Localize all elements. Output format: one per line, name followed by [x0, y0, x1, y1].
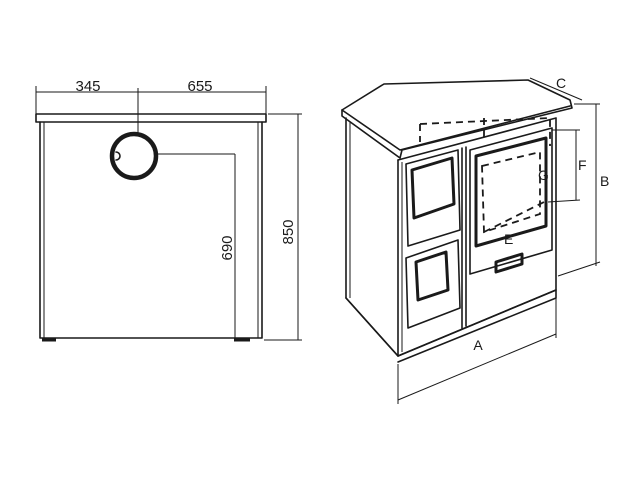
side-top-plate — [35, 113, 267, 123]
dim-690-label: 690 — [219, 235, 236, 260]
cooktop-plate — [341, 79, 573, 159]
dim-b-label: B — [600, 173, 609, 189]
flue-outlet-circle — [109, 131, 159, 181]
firebox-door-frame — [405, 149, 461, 247]
ash-door-frame — [405, 239, 461, 329]
dim-c-line — [529, 77, 583, 101]
perspective-view: A B C F G E — [341, 75, 609, 404]
oven-interior-outline — [481, 150, 541, 234]
dim-850-label: 850 — [280, 219, 297, 244]
oven-door-frame — [469, 127, 553, 275]
flue-outlet-marker — [115, 151, 121, 161]
dim-c-label: C — [556, 75, 566, 91]
oven-handle — [494, 252, 524, 274]
side-body — [39, 121, 263, 339]
hotplate-dashed-outline — [419, 117, 551, 146]
dim-345-label: 345 — [75, 78, 100, 95]
left-side-panel — [345, 117, 399, 357]
dim-g-label: G — [538, 167, 549, 183]
firebox-door — [410, 156, 456, 220]
ash-door — [414, 250, 450, 302]
dim-a-label: A — [473, 337, 483, 353]
dim-655-label: 655 — [187, 78, 212, 95]
dim-e-label: E — [504, 231, 513, 247]
dim-f-label: F — [578, 157, 587, 173]
side-view: 345 655 850 690 — [35, 78, 302, 342]
dim-a-line — [397, 333, 557, 401]
oven-door-window — [474, 136, 548, 248]
